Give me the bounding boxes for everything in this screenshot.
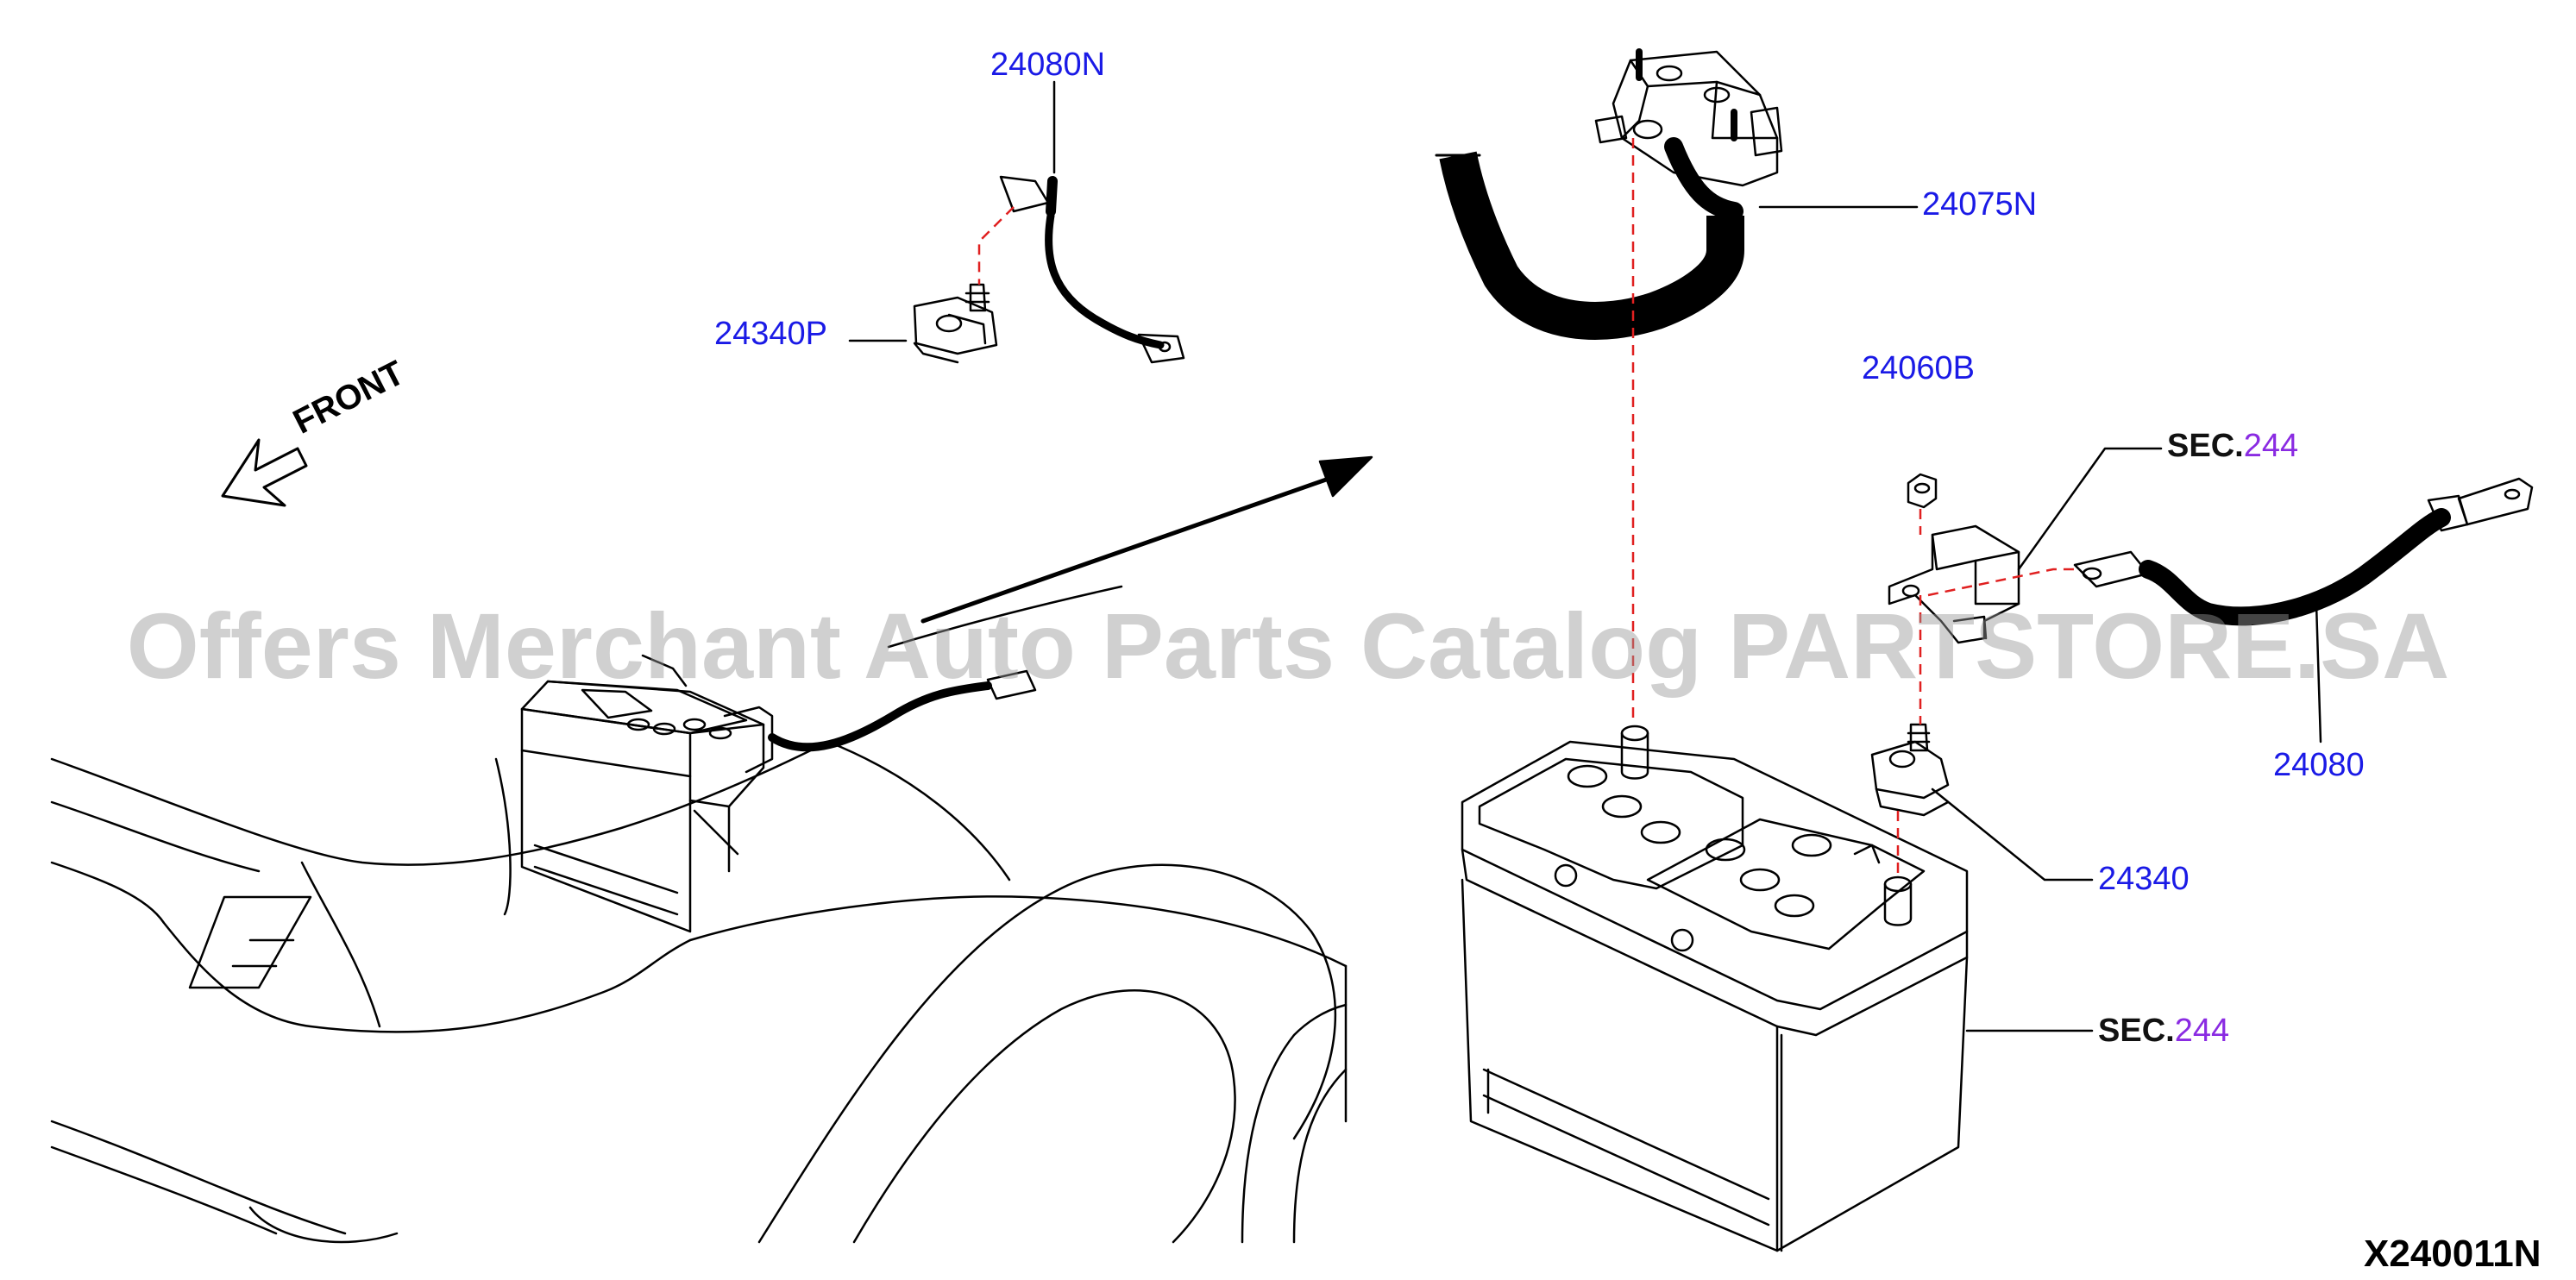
cable-24080N xyxy=(999,80,1185,364)
drawing-id: X240011N xyxy=(2364,1233,2541,1275)
callout-24075N[interactable]: 24075N xyxy=(1922,186,2038,223)
bracket-sec244 xyxy=(1888,524,2020,644)
callout-24080[interactable]: 24080 xyxy=(2273,747,2365,783)
battery-small-location xyxy=(494,654,1037,933)
front-arrow-icon xyxy=(221,438,308,507)
callout-24060B[interactable]: 24060B xyxy=(1862,350,1976,386)
callout-leader-lines xyxy=(848,205,2322,1032)
assembly-dashed-lines xyxy=(977,138,2075,880)
vehicle-body-outline xyxy=(50,740,1348,1244)
harness-24075N xyxy=(1435,48,1783,340)
callout-24340[interactable]: 24340 xyxy=(2098,861,2190,897)
section-number: 244 xyxy=(2243,428,2299,464)
section-ref-bracket[interactable]: SEC.244 xyxy=(2167,430,2298,462)
terminal-clamp-24340 xyxy=(1870,723,1950,817)
section-number: 244 xyxy=(2174,1013,2230,1049)
section-ref-battery[interactable]: SEC.244 xyxy=(2098,1014,2229,1047)
battery-large xyxy=(1461,725,1969,1252)
nut-24060B xyxy=(1907,473,1938,509)
cable-24080 xyxy=(2073,477,2534,626)
section-prefix: SEC. xyxy=(2098,1013,2175,1049)
callout-24080N[interactable]: 24080N xyxy=(990,47,1106,83)
callout-24340P[interactable]: 24340P xyxy=(714,316,828,352)
section-prefix: SEC. xyxy=(2167,428,2244,464)
terminal-clamp-24340P xyxy=(913,283,998,364)
watermark-text: Offers Merchant Auto Parts Catalog PARTS… xyxy=(126,593,2450,698)
